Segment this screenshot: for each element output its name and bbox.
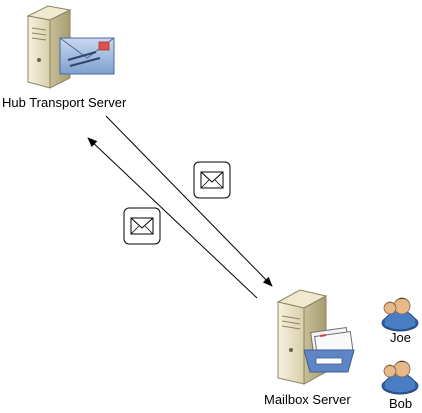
envelope-icon	[123, 207, 161, 245]
user-label-joe: Joe	[390, 330, 411, 345]
arrow-mailbox-to-hub	[87, 137, 258, 299]
mailbox-server-label: Mailbox Server	[264, 392, 351, 407]
mailbox-server-icon	[276, 289, 355, 385]
hub-transport-server-icon	[26, 5, 115, 89]
mailbox-tray-icon	[303, 327, 355, 373]
user-icon	[381, 360, 419, 395]
arrow-hub-to-mailbox	[105, 115, 273, 287]
envelope-icon	[193, 161, 231, 199]
hub-transport-server-label: Hub Transport Server	[2, 95, 127, 110]
hub-envelope-icon	[59, 37, 115, 75]
user-label-bob: Bob	[389, 396, 413, 411]
user-icon	[381, 297, 419, 332]
